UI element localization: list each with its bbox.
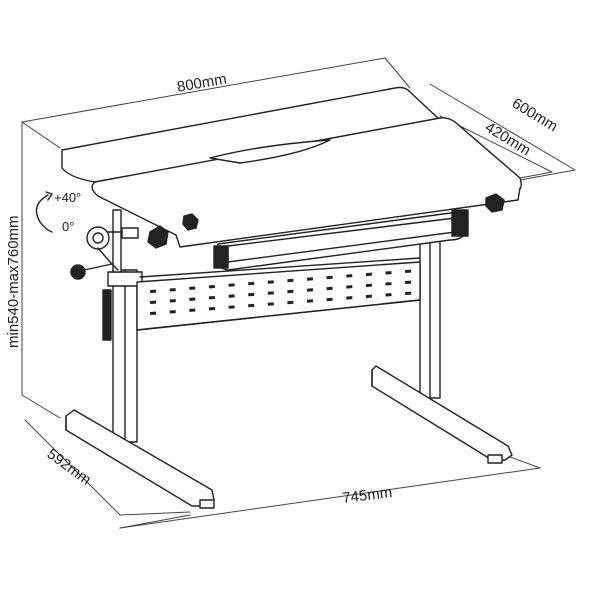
panel-hole xyxy=(326,275,333,280)
panel-hole xyxy=(189,286,196,290)
panel-hole xyxy=(365,283,372,288)
panel-hole xyxy=(287,289,294,294)
panel-hole xyxy=(208,284,215,289)
panel-hole xyxy=(228,294,235,298)
leg-left xyxy=(65,209,215,509)
tilt-arc-icon xyxy=(35,191,53,233)
panel-hole xyxy=(189,297,196,301)
panel-hole xyxy=(248,292,255,297)
panel-hole xyxy=(150,300,157,304)
panel-hole xyxy=(287,300,294,305)
panel-hole xyxy=(365,294,372,299)
label-height: min540-max760mm xyxy=(5,215,22,348)
panel-hole xyxy=(150,289,157,293)
panel-hole xyxy=(404,269,412,273)
label-depth-total: 600mm xyxy=(509,95,561,135)
panel-hole xyxy=(326,297,333,302)
panel-hole xyxy=(169,288,176,292)
panel-hole xyxy=(150,311,157,315)
panel-hole xyxy=(228,283,235,287)
panel-hole xyxy=(306,299,314,303)
panel-hole xyxy=(169,299,176,303)
dim-line-depth-total xyxy=(429,83,576,171)
desk-top-front xyxy=(91,117,522,248)
panel-hole xyxy=(267,302,274,306)
panel-hole xyxy=(208,295,215,300)
label-tilt-min: 0° xyxy=(62,219,74,234)
panel-hole xyxy=(405,291,412,295)
panel-hole xyxy=(306,277,314,281)
panel-hole xyxy=(346,285,353,289)
panel-hole xyxy=(306,288,314,292)
panel-hole xyxy=(287,278,294,283)
panel-hole xyxy=(326,286,333,291)
panel-hole xyxy=(385,293,392,297)
label-base-width: 745mm xyxy=(341,484,393,507)
modesty-panel-holes xyxy=(150,269,412,315)
panel-hole xyxy=(385,271,392,275)
panel-hole xyxy=(169,310,176,314)
pen-tray xyxy=(213,209,469,271)
panel-hole xyxy=(189,308,196,312)
dim-line-base-width xyxy=(119,467,541,529)
panel-hole xyxy=(208,306,215,311)
label-tilt-max: +40° xyxy=(54,190,81,205)
panel-hole xyxy=(248,303,255,308)
panel-hole xyxy=(267,291,274,295)
label-base-depth: 592mm xyxy=(44,445,94,488)
panel-hole xyxy=(228,305,235,309)
panel-hole xyxy=(405,280,412,284)
panel-hole xyxy=(365,272,372,277)
panel-hole xyxy=(248,281,255,286)
panel-hole xyxy=(346,274,353,278)
dim-line-width-top xyxy=(21,57,386,123)
panel-hole xyxy=(267,280,274,284)
dim-line-base-depth xyxy=(24,419,121,516)
panel-hole xyxy=(385,282,392,286)
panel-hole xyxy=(346,296,353,300)
modesty-panel xyxy=(136,257,421,331)
clamp-knobs xyxy=(147,193,505,249)
label-width-top: 800mm xyxy=(176,71,228,96)
crank-handle xyxy=(70,226,139,280)
